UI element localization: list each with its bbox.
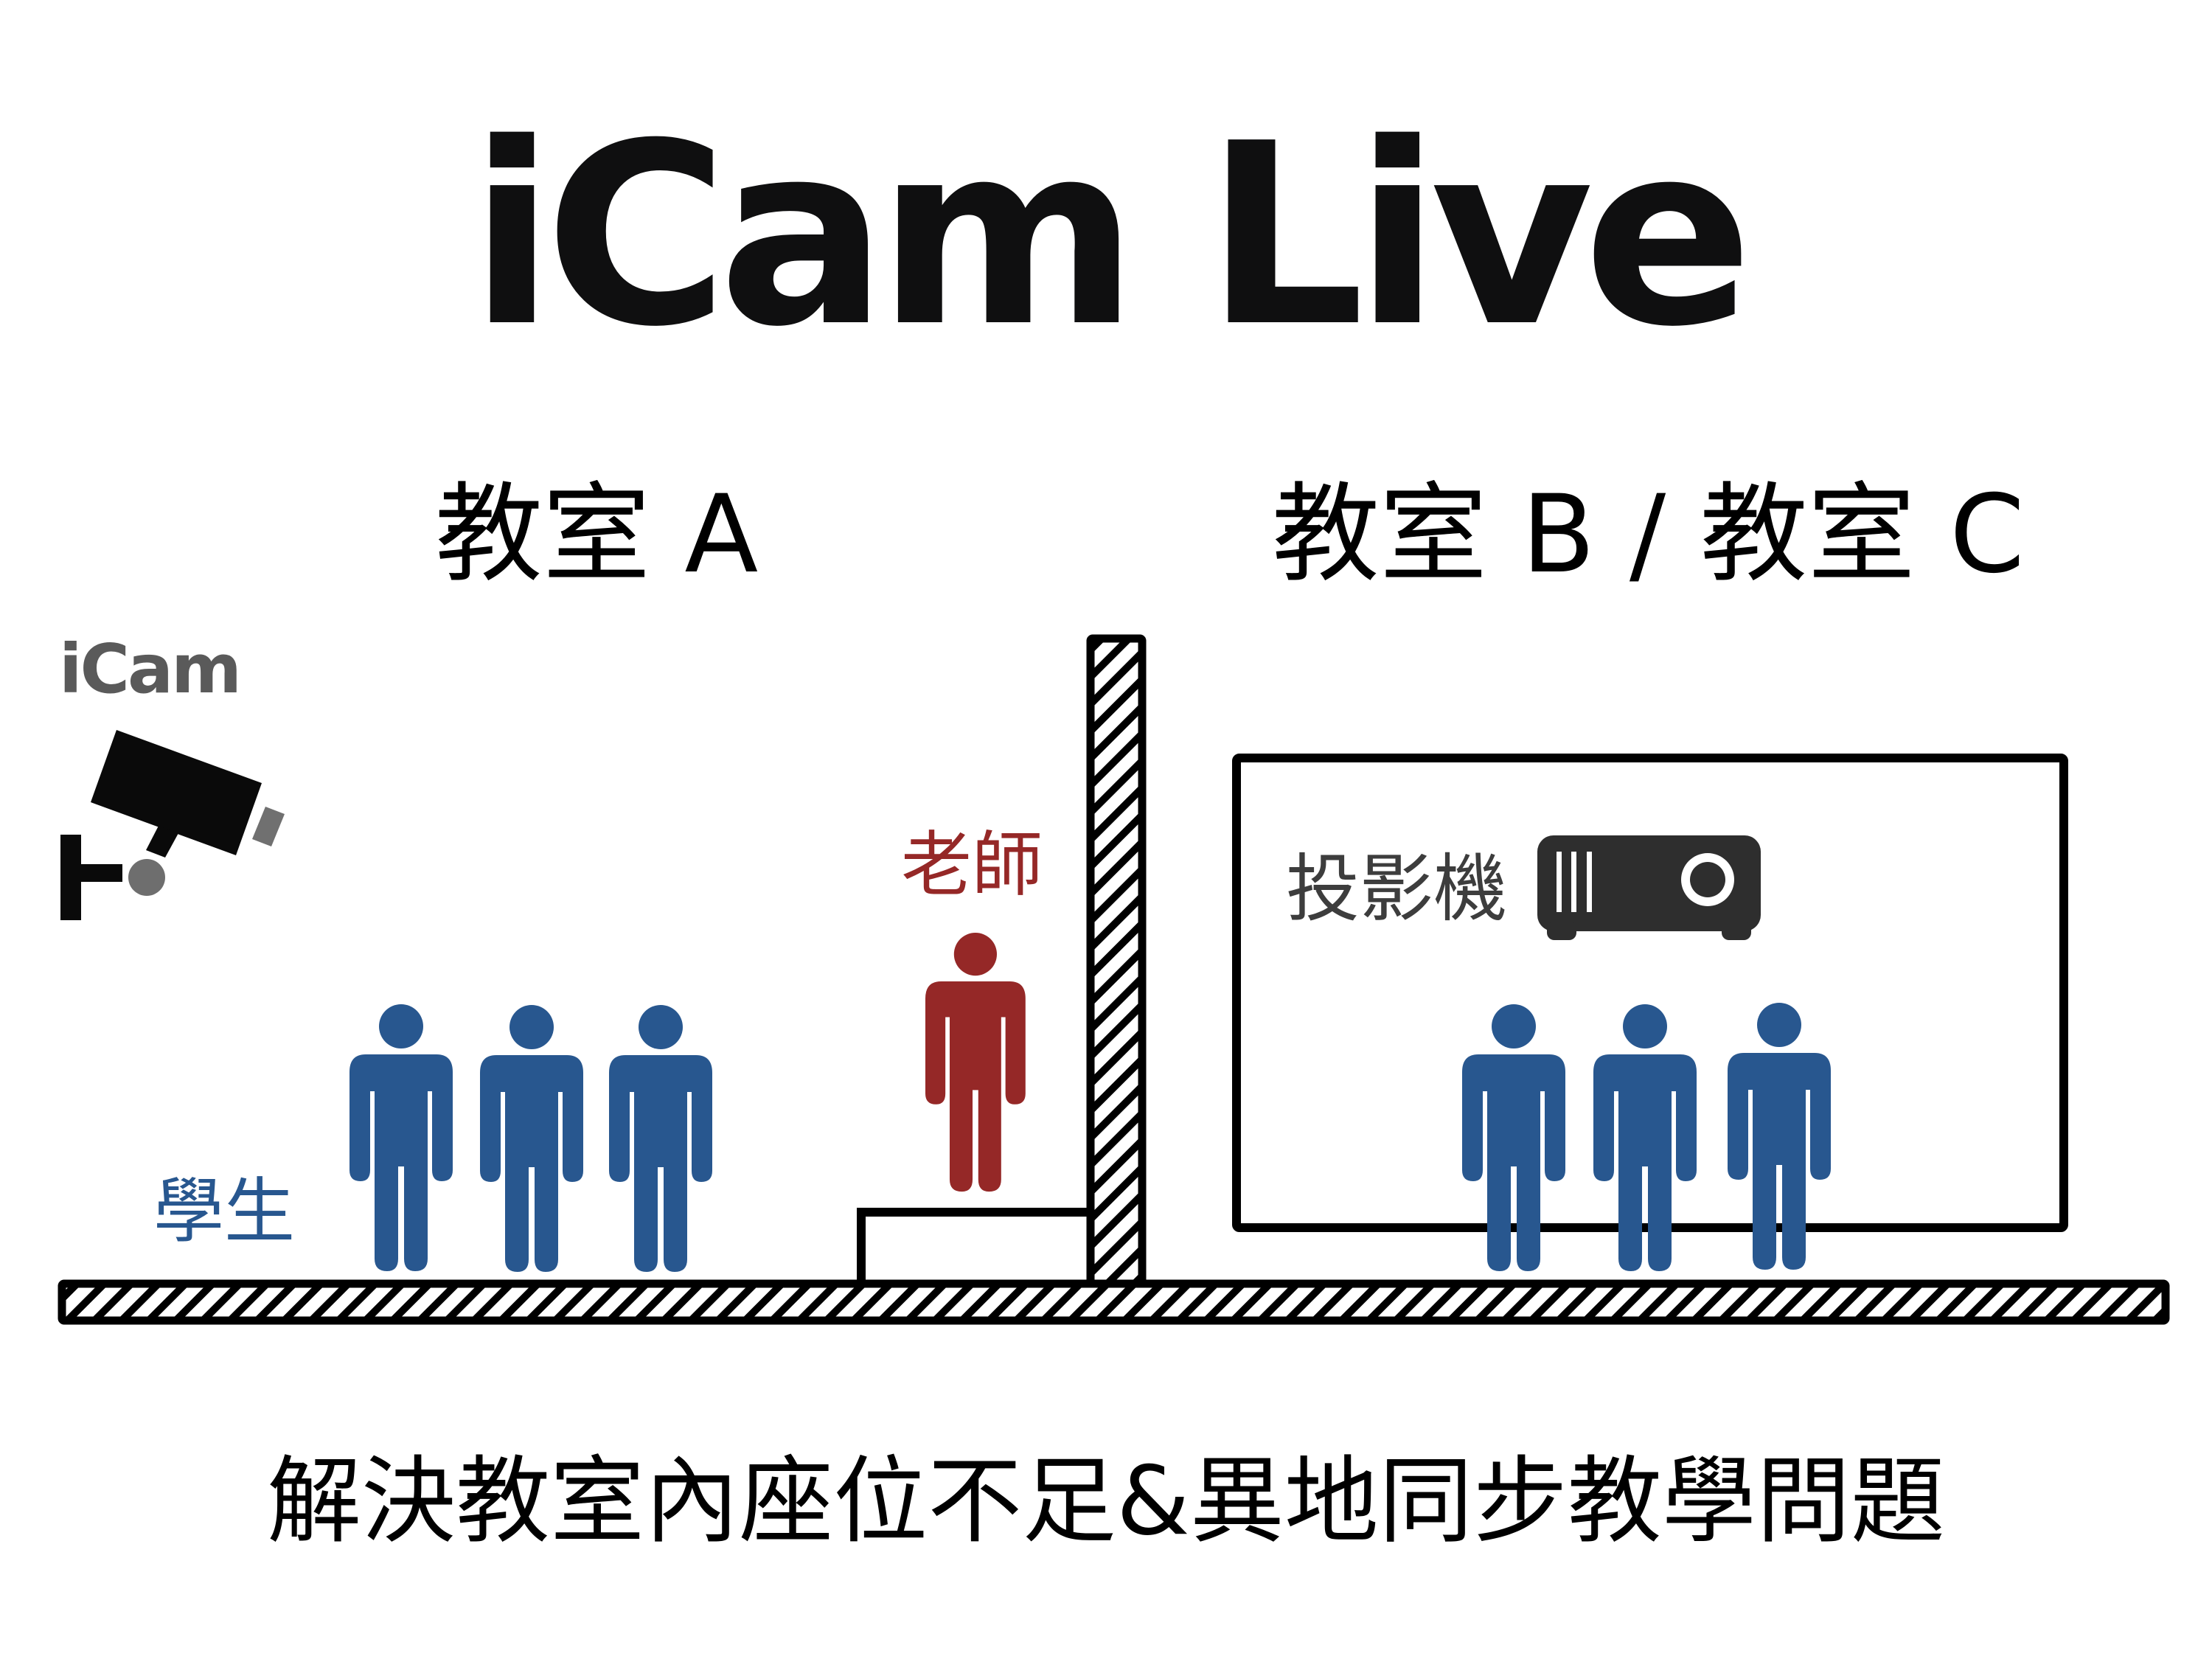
floor bbox=[58, 1279, 2170, 1325]
teacher-person-icon bbox=[925, 933, 1026, 1192]
security-camera-icon bbox=[60, 730, 285, 920]
camera-label: iCam bbox=[59, 630, 242, 709]
room-bc-label: 教室 B / 教室 C bbox=[1272, 472, 2025, 597]
divider-wall bbox=[1086, 634, 1147, 1292]
teacher-label: 老師 bbox=[901, 824, 1043, 906]
footer-caption: 解決教室內座位不足&異地同步教學問題 bbox=[267, 1447, 1945, 1557]
student-person-icon bbox=[609, 1005, 712, 1272]
page-title: iCam Live bbox=[469, 90, 1753, 382]
student-person-icon bbox=[480, 1005, 583, 1272]
student-person-icon bbox=[349, 1004, 453, 1271]
students-label: 學生 bbox=[153, 1170, 295, 1253]
teacher-platform bbox=[857, 1208, 1091, 1287]
projector-icon bbox=[1537, 835, 1761, 940]
projector-label: 投影機 bbox=[1286, 846, 1507, 932]
room-a-label: 教室 A bbox=[435, 472, 759, 597]
